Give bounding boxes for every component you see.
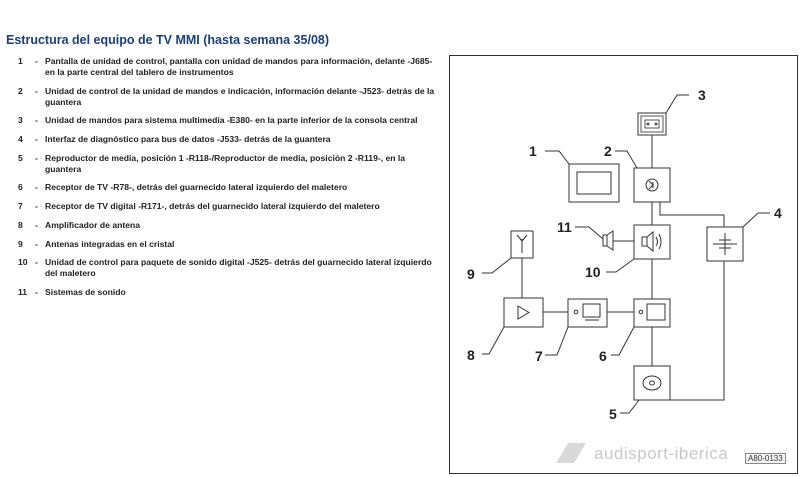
legend-item: 10-Unidad de control para paquete de son… — [18, 257, 443, 279]
callout-9: 9 — [467, 266, 475, 282]
legend-list: 1-Pantalla de unidad de control, pantall… — [18, 56, 443, 306]
legend-number: 5 — [18, 152, 23, 163]
legend-separator: - — [35, 257, 38, 268]
callout-8: 8 — [467, 347, 475, 363]
diagnosis-interface — [706, 226, 744, 262]
legend-number: 7 — [18, 201, 23, 212]
legend-item: 6 -Receptor de TV -R78-, detrás del guarn… — [18, 182, 443, 193]
legend-text: Unidad de control de la unidad de mandos… — [45, 85, 435, 107]
legend-separator: - — [35, 286, 38, 297]
diagram-frame: 1 2 3 4 5 6 7 8 9 10 11 — [449, 55, 799, 475]
diagram-border — [449, 55, 798, 474]
legend-text: Reproductor de media, posición 1 -R118-/… — [45, 152, 406, 174]
legend-text: Receptor de TV digital -R171-, detrás de… — [45, 201, 380, 212]
legend-separator: - — [35, 85, 38, 96]
legend-text: Unidad de control para paquete de sonido… — [45, 257, 432, 279]
legend-text: Receptor de TV -R78-, detrás del guarnec… — [45, 182, 348, 193]
callout-3: 3 — [698, 87, 706, 103]
legend-separator: - — [35, 201, 38, 212]
legend-item: 3 -Unidad de mandos para sistema multimed… — [18, 115, 443, 126]
legend-separator: - — [35, 134, 38, 145]
legend-number: 10 — [18, 257, 28, 268]
legend-item: 7 -Receptor de TV digital -R171-, detrás … — [18, 201, 443, 212]
digital-tv-receiver — [567, 298, 608, 328]
legend-number: 2 — [18, 85, 23, 96]
legend-separator: - — [35, 219, 38, 230]
legend-separator: - — [35, 152, 38, 163]
legend-item: 1 -Pantalla de unidad de control, pantall… — [18, 56, 443, 78]
sound-control-unit — [633, 224, 671, 260]
legend-text: Unidad de mandos para sistema multimedia… — [45, 115, 418, 126]
antenna-icon — [510, 230, 534, 259]
speaker-icon — [602, 230, 634, 251]
callout-4: 4 — [774, 205, 782, 221]
legend-number: 6 — [18, 182, 23, 193]
legend-number: 9 — [18, 238, 23, 249]
legend-item: 5 -Reproductor de media, posición 1 -R118… — [18, 153, 443, 175]
legend-number: 4 — [18, 134, 23, 145]
callout-leaders — [482, 94, 770, 414]
page-title: Estructura del equipo de TV MMI (hasta s… — [6, 33, 330, 47]
mmi-control-unit — [633, 167, 671, 203]
media-player — [633, 365, 671, 401]
legend-separator: - — [35, 115, 38, 126]
callout-1: 1 — [529, 143, 537, 159]
legend-text: Sistemas de sonido — [45, 286, 126, 297]
legend-number: 8 — [18, 219, 23, 230]
legend-item: 8 -Amplificador de antena — [18, 220, 443, 231]
legend-item: 9 -Antenas integradas en el cristal — [18, 239, 443, 250]
callout-2: 2 — [604, 143, 612, 159]
legend-item: 11-Sistemas de sonido — [18, 287, 443, 298]
legend-number: 3 — [18, 115, 23, 126]
tv-receiver — [633, 298, 671, 328]
legend-number: 11 — [18, 286, 28, 297]
legend-item: 4 -Interfaz de diagnóstico para bus de da… — [18, 134, 443, 145]
watermark-logo-icon — [556, 443, 586, 463]
legend-text: Antenas integradas en el cristal — [45, 238, 175, 249]
reference-code: A80-0133 — [745, 453, 786, 464]
callout-7: 7 — [535, 348, 543, 364]
watermark: audisport-iberica — [594, 444, 729, 463]
callout-6: 6 — [599, 348, 607, 364]
legend-number: 1 — [18, 56, 23, 66]
legend-separator: - — [35, 238, 38, 249]
legend-text: Pantalla de unidad de control, pantalla … — [45, 56, 433, 77]
control-unit-display — [568, 163, 620, 203]
callout-10: 10 — [585, 264, 601, 280]
legend-text: Amplificador de antena — [45, 219, 141, 230]
multimedia-operating-unit — [637, 112, 667, 136]
legend-separator: - — [35, 182, 38, 193]
legend-item: 2 -Unidad de control de la unidad de mand… — [18, 86, 443, 108]
antenna-amplifier — [503, 297, 544, 328]
callout-5: 5 — [609, 406, 617, 422]
legend-separator: - — [35, 56, 38, 66]
callout-11: 11 — [557, 219, 572, 235]
legend-text: Interfaz de diagnóstico para bus de dato… — [45, 134, 331, 145]
